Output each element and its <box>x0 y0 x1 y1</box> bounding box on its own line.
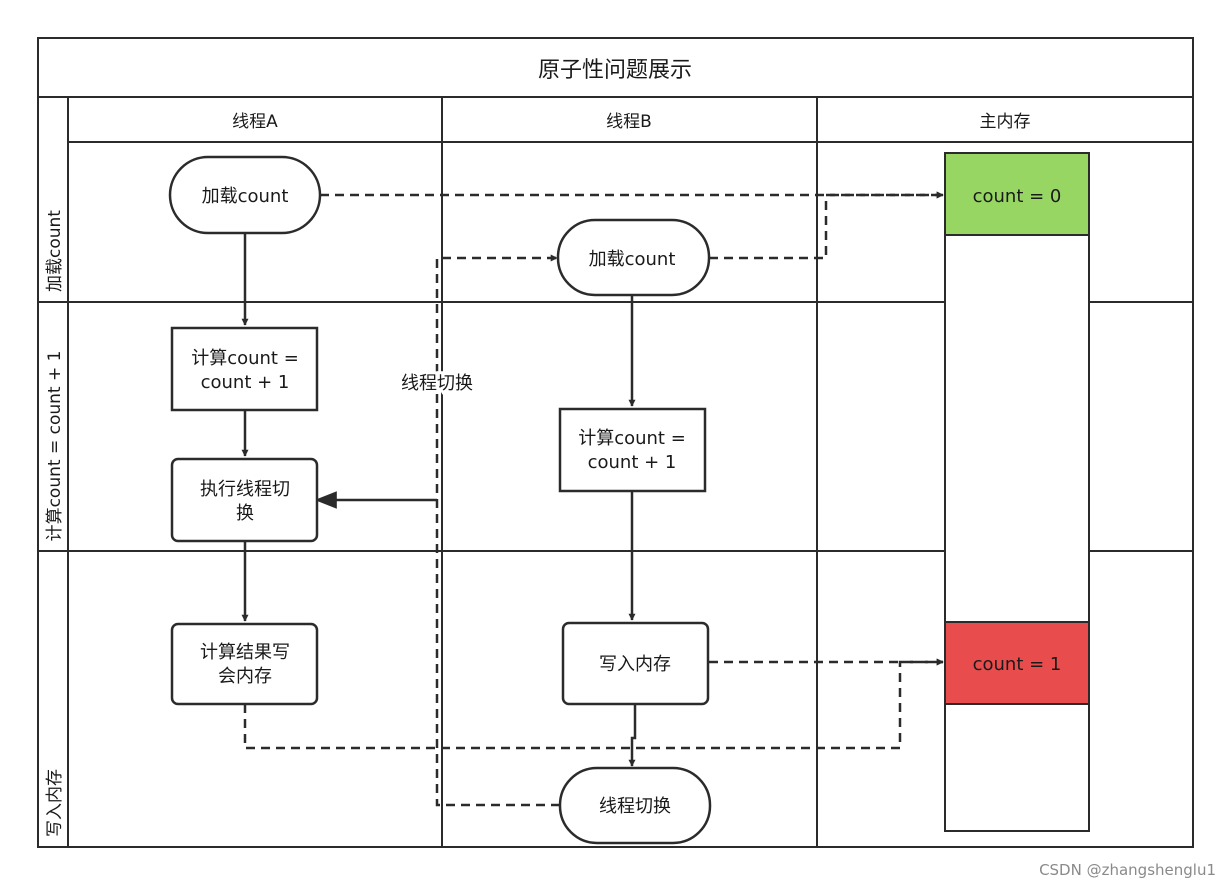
memory-cell-1 <box>944 621 1090 705</box>
node-b-compute-line1: 计算count = <box>578 428 686 449</box>
node-a-switch <box>170 457 319 543</box>
memory-cell-0 <box>944 152 1090 236</box>
node-b-load <box>556 218 711 297</box>
node-b-write <box>561 621 710 706</box>
memory-column: count = 0 count = 1 <box>944 152 1090 832</box>
phase-label-compute: 计算count = count + 1 <box>45 351 65 542</box>
dashed-flow-edges <box>243 191 944 807</box>
phase-label-load: 加载count <box>45 210 65 292</box>
node-a-compute <box>170 326 319 412</box>
node-a-load-label: 加载count <box>202 186 289 207</box>
memory-cell-1-label: count = 1 <box>973 654 1062 675</box>
node-b-load-label: 加载count <box>589 249 676 270</box>
node-a-compute-line1: 计算count = <box>191 348 299 369</box>
node-a-load <box>168 155 322 235</box>
node-b-write-label: 写入内存 <box>599 654 671 675</box>
diagram-title: 原子性问题展示 <box>538 58 692 83</box>
node-b-compute <box>558 407 707 493</box>
thread-b-nodes <box>556 218 712 845</box>
node-a-result <box>170 622 319 706</box>
thread-a-nodes <box>168 155 322 706</box>
node-a-switch-line1: 执行线程切 <box>200 479 290 500</box>
node-a-result-line2: 会内存 <box>218 666 272 687</box>
lane-header-thread-a: 线程A <box>232 112 278 132</box>
solid-flow-edges <box>241 233 637 767</box>
node-b-switch-label: 线程切换 <box>599 796 671 817</box>
lane-header-memory: 主内存 <box>980 112 1031 132</box>
watermark: CSDN @zhangshenglu1 <box>1039 861 1216 879</box>
node-a-compute-line2: count + 1 <box>201 372 290 393</box>
edge-b-write-switch <box>628 704 637 767</box>
edge-label-context-switch: 线程切换 <box>401 373 473 394</box>
edge-a-write-memory <box>243 658 944 750</box>
phase-label-write: 写入内存 <box>45 769 65 837</box>
memory-cell-0-label: count = 0 <box>973 186 1062 207</box>
node-b-switch <box>558 766 712 845</box>
lane-header-thread-b: 线程B <box>606 112 652 132</box>
edge-b-load-memory <box>709 191 944 260</box>
node-a-switch-line2: 换 <box>236 503 254 524</box>
edge-switch-to-b <box>435 254 560 807</box>
node-b-compute-line2: count + 1 <box>588 452 677 473</box>
node-a-result-line1: 计算结果写 <box>200 642 290 663</box>
